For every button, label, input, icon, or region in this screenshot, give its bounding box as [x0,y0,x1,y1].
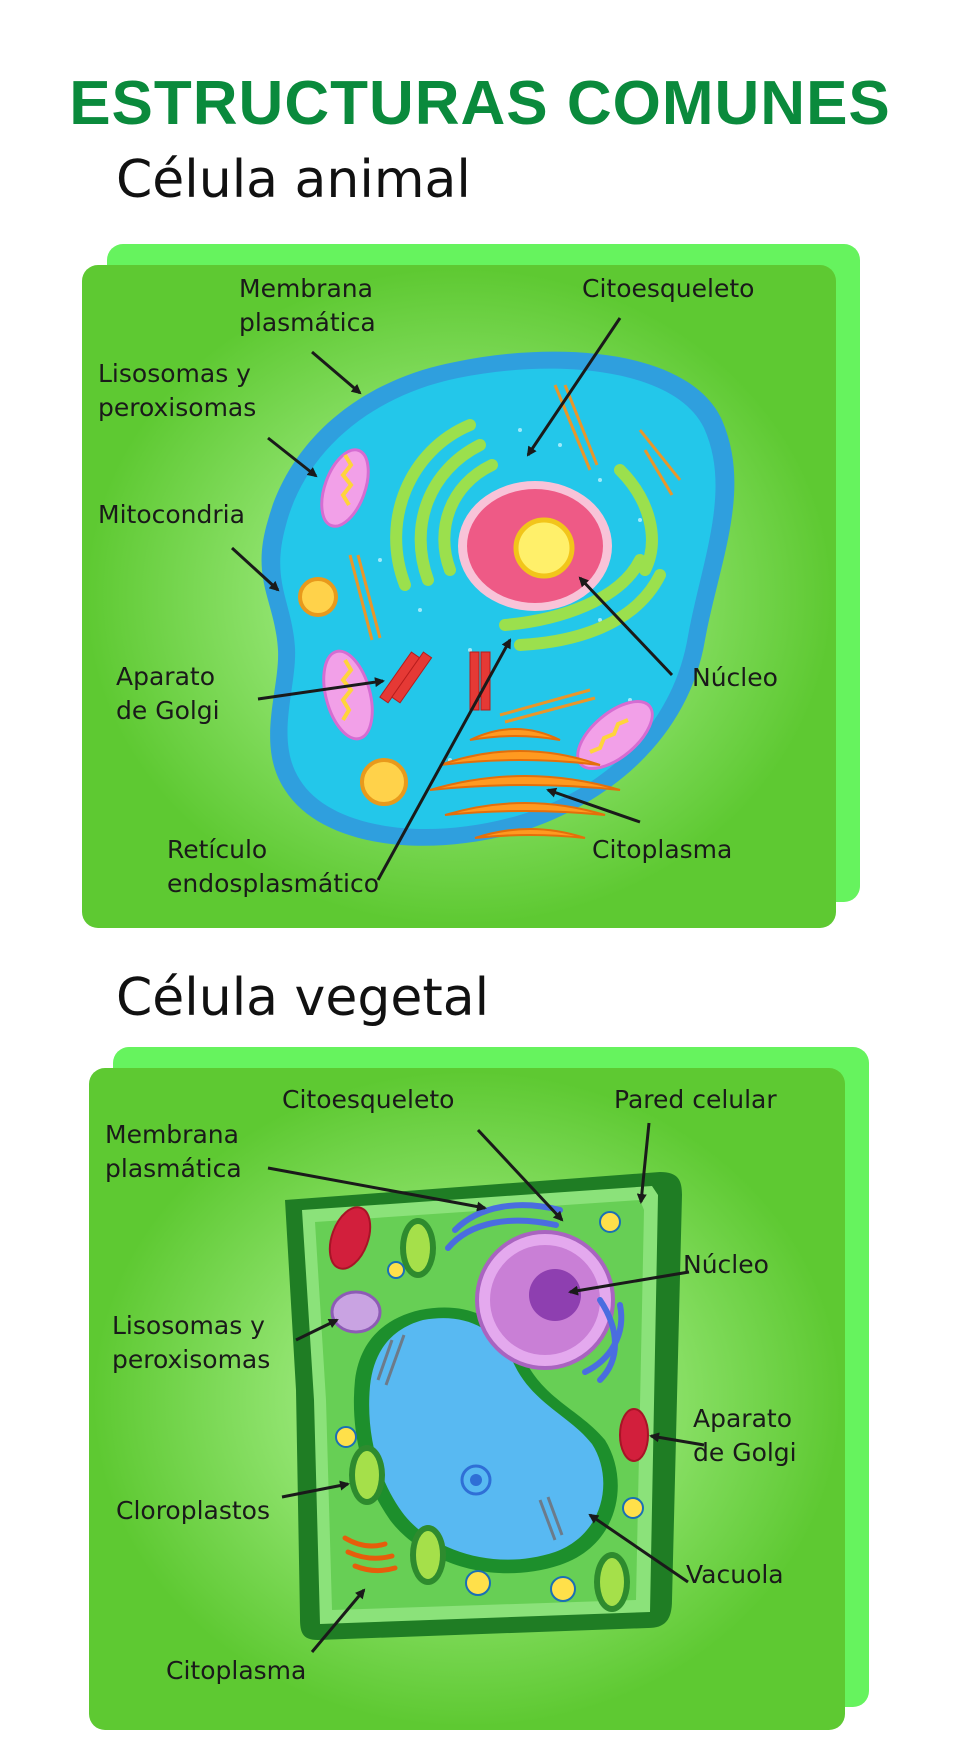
animal-nucleolus [513,517,575,579]
animal-label-mitocondria: Mitocondria [98,500,245,529]
animal-cell-diagram [230,317,735,881]
plant-label-pared: Pared celular [614,1085,777,1114]
animal-label-golgi: Aparato de Golgi [116,662,220,725]
plant-lysosome [330,1290,382,1334]
page-title: ESTRUCTURAS COMUNES [69,69,891,138]
animal-er [390,419,666,651]
plant-label-cloroplastos: Cloroplastos [116,1496,271,1525]
animal-label-nucleo: Núcleo [692,663,778,692]
animal-label-reticulo: Retículo endosplasmático [167,835,380,898]
animal-label-citoplasma: Citoplasma [592,835,733,864]
plant-label-nucleo: Núcleo [683,1250,769,1279]
plant-golgi [619,1408,649,1462]
animal-lysosomes [320,448,654,770]
plant-section-title: Célula vegetal [116,968,490,1028]
animal-mitochondria [298,577,408,806]
animal-golgi [429,728,621,839]
plant-nucleolus [529,1269,581,1321]
animal-label-citoesqueleto: Citoesqueleto [582,274,755,303]
plant-label-lisosomas: Lisosomas y peroxisomas [112,1311,271,1374]
animal-section-title: Célula animal [116,150,471,210]
animal-label-membrana: Membrana plasmática [239,274,376,337]
animal-label-lisosomas: Lisosomas y peroxisomas [98,359,257,422]
plant-label-vacuola: Vacuola [686,1560,784,1589]
plant-label-membrana: Membrana plasmática [105,1120,242,1183]
animal-centrioles [379,651,491,711]
plant-label-golgi: Aparato de Golgi [693,1404,797,1467]
plant-label-citoesqueleto: Citoesqueleto [282,1085,455,1114]
plant-chloroplasts [349,1218,630,1612]
plant-label-citoplasma: Citoplasma [166,1656,307,1685]
